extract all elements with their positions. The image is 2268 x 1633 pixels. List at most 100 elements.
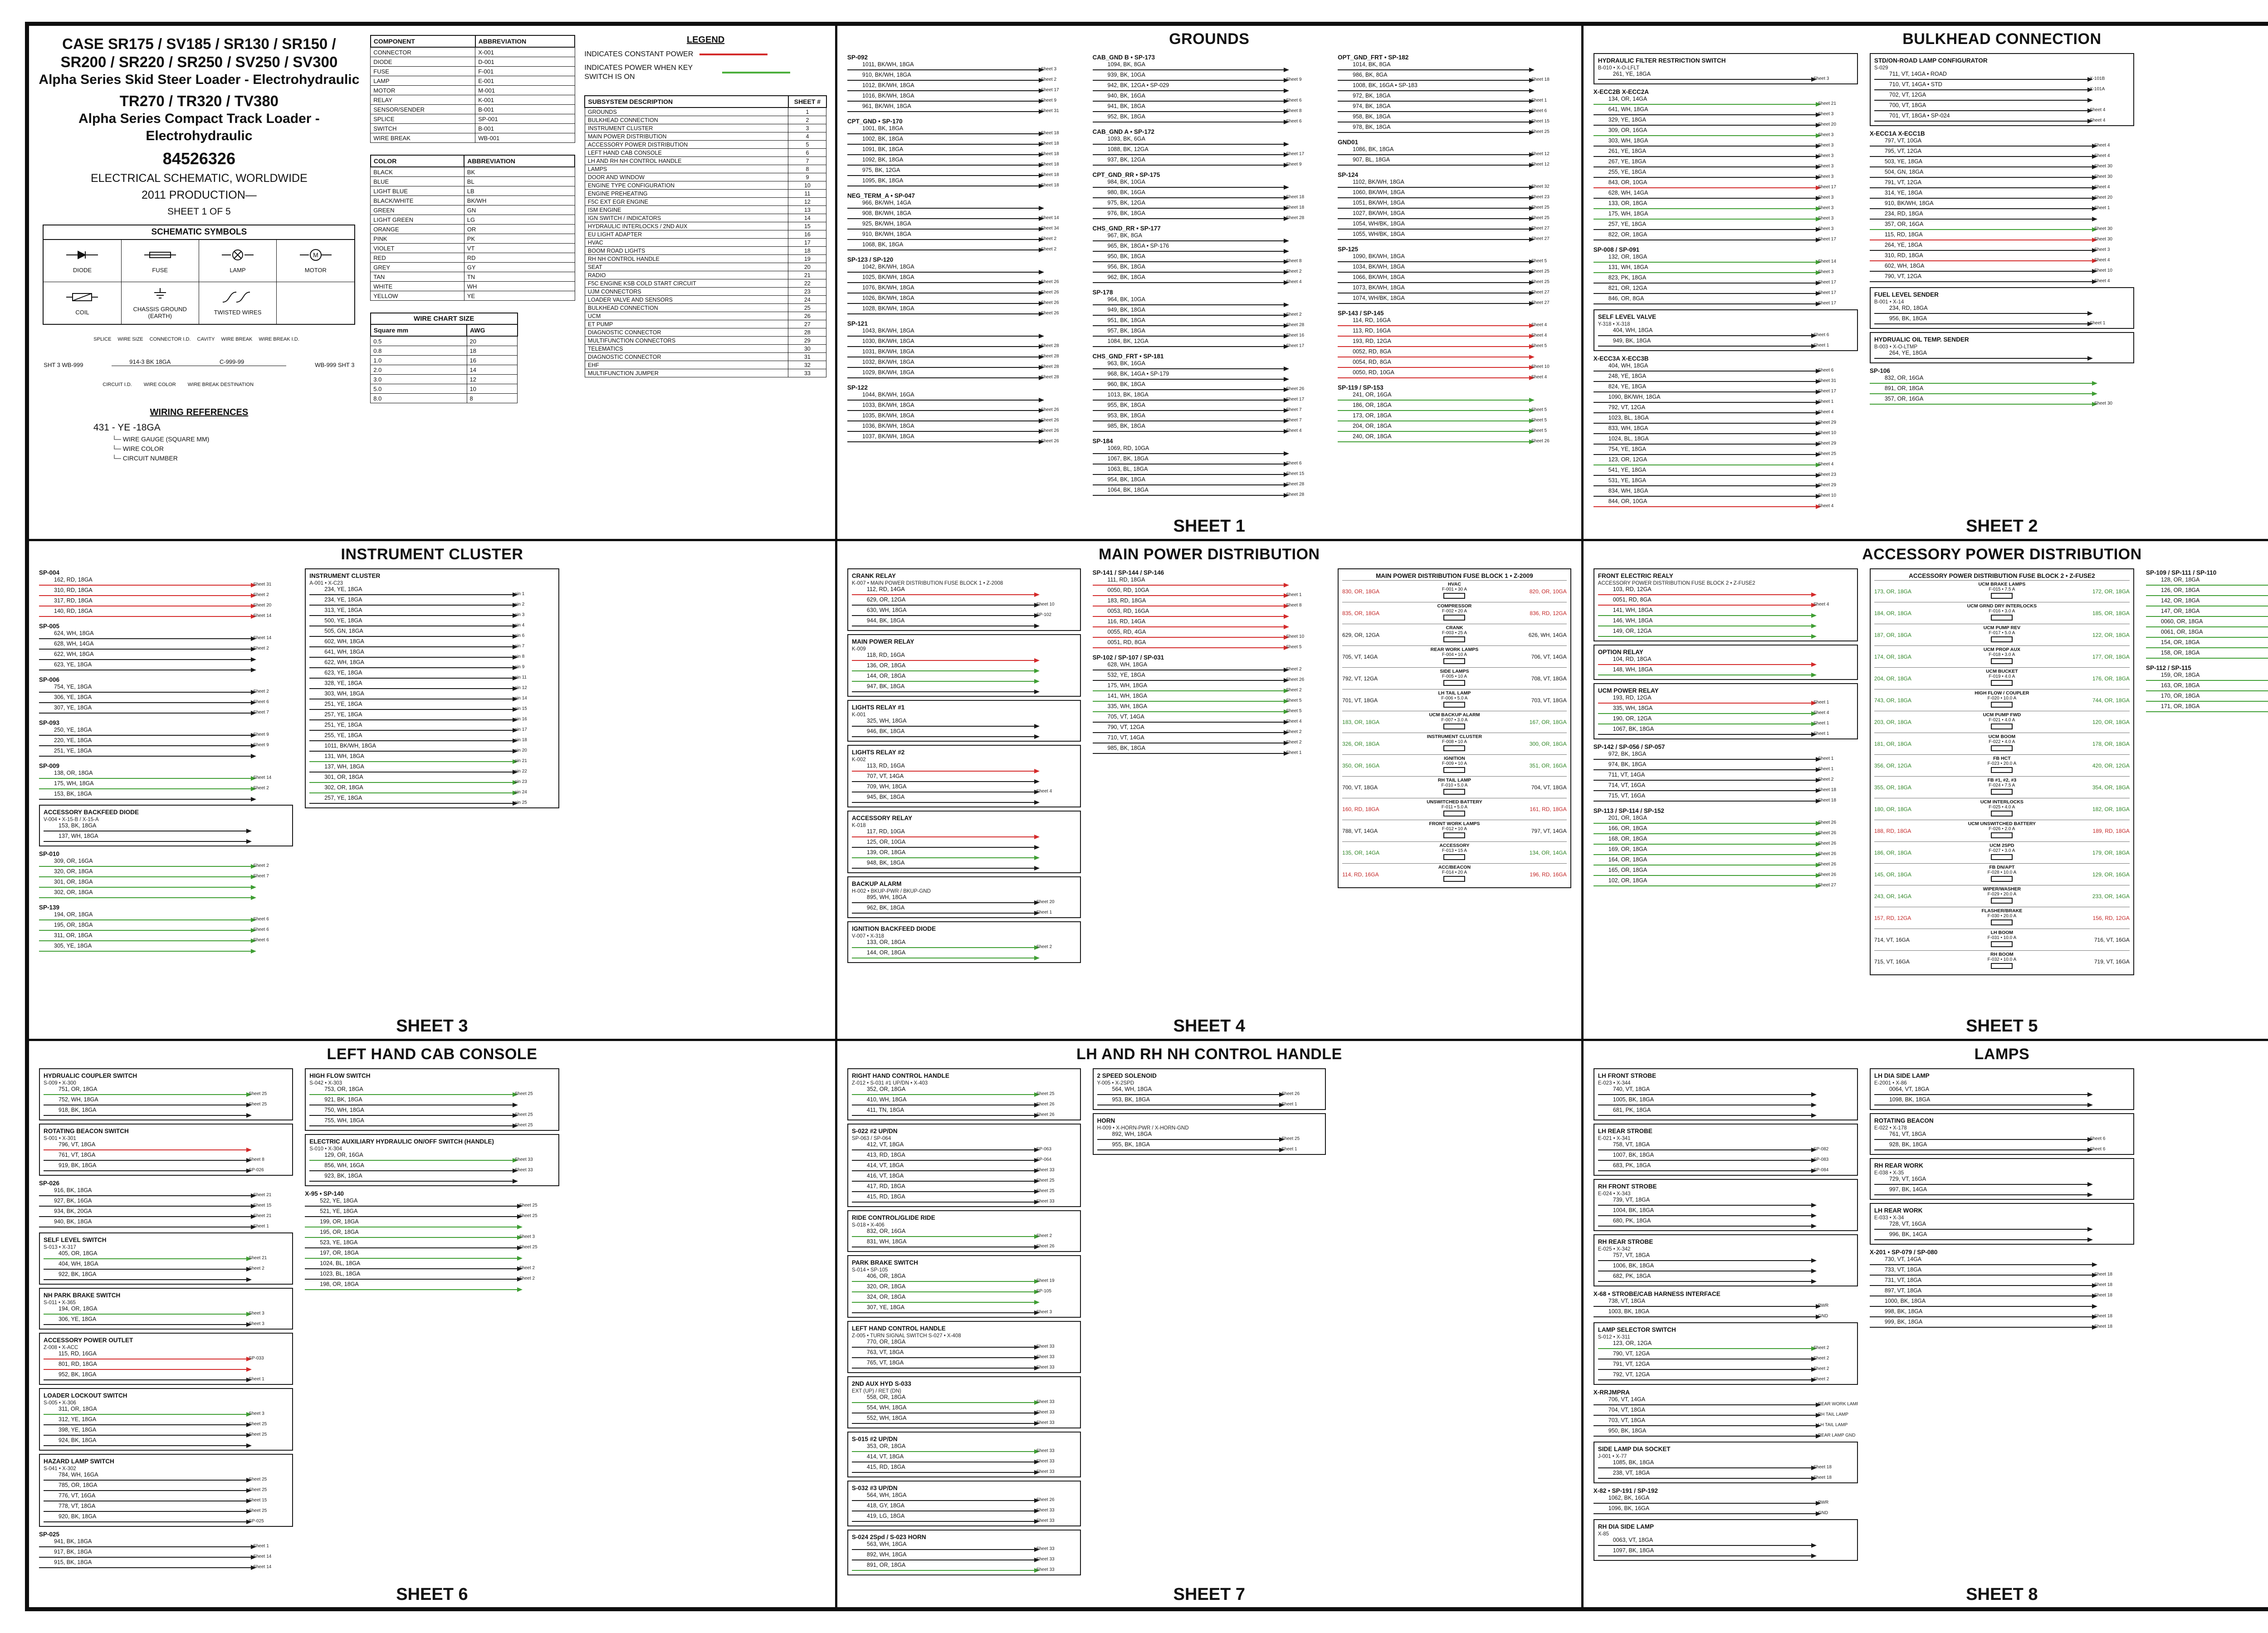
- table-cell: YE: [464, 291, 575, 301]
- wire-line: [1097, 1137, 1285, 1142]
- wire-destination: Sheet 5: [1531, 428, 1547, 433]
- wire-row: 966, BK/WH, 14GA: [847, 200, 1081, 210]
- group-header: CHS_GND_FRT • SP-181: [1092, 353, 1164, 360]
- wire-row: 832, OR, 16GA: [1869, 375, 2134, 386]
- fuse-id-amps: F-026 • 2.0 A: [1989, 826, 2015, 832]
- symbol-cell: CHASSIS GROUND (EARTH): [121, 282, 199, 324]
- wire-row: 682, PK, 18GA: [1598, 1273, 1853, 1284]
- wire-line: [1598, 1147, 1817, 1152]
- wire-label: 1096, BK, 16GA: [1607, 1505, 1651, 1511]
- fuse-id-amps: F-018 • 3.0 A: [1989, 652, 2015, 658]
- wire-label: 1051, BK/WH, 18GA: [1351, 200, 1406, 206]
- wire-label: 972, BK, 18GA: [1607, 751, 1648, 758]
- wire-destination: Sheet 3: [1818, 132, 1834, 137]
- wire-label: 175, WH, 18GA: [1106, 683, 1149, 689]
- wire-destination: Sheet 6: [1818, 368, 1834, 373]
- wire-line: [1598, 592, 1817, 597]
- table-cell: X-001: [475, 47, 575, 57]
- table-cell: BULKHEAD CONNECTION: [584, 303, 789, 312]
- table-cell: EU LIGHT ADAPTER: [584, 230, 789, 239]
- group-header: SP-124: [1338, 171, 1359, 178]
- wire-label: 953, BK, 18GA: [1110, 1096, 1151, 1103]
- wire-destination: Sheet 23: [1531, 195, 1549, 200]
- wire-label: 523, YE, 18GA: [318, 1239, 359, 1246]
- fuse-right-wire: 719, VT, 16GA: [2094, 958, 2130, 965]
- wire-label: 1011, BK/WH, 18GA: [323, 743, 378, 749]
- wire-row: 197, OR, 18GA: [305, 1250, 559, 1261]
- wire-destination: Sheet 33: [1036, 1518, 1055, 1523]
- table-cell: 28: [788, 328, 827, 337]
- wire-label: 1012, BK/WH, 18GA: [860, 83, 916, 88]
- wire-line: [1598, 603, 1817, 608]
- table-cell: BLACK: [370, 166, 464, 177]
- table-cell: LOADER VALVE AND SENSORS: [584, 295, 789, 304]
- fuse-name: HIGH FLOW / COUPLER: [1975, 690, 2029, 696]
- wire-destination: Sheet 7: [1286, 418, 1302, 423]
- wire-line: [847, 142, 1044, 147]
- wire-row: 234, RD, 18GA: [1869, 211, 2134, 221]
- wire-label: 1042, BK/WH, 18GA: [860, 264, 916, 270]
- wire-label: 166, OR, 18GA: [1607, 826, 1649, 832]
- wire-line: [851, 856, 1040, 861]
- symbol-cell: [277, 282, 355, 324]
- fuse-left-wire: 788, VT, 14GA: [1342, 827, 1378, 834]
- wire-row: 136, OR, 18GA: [851, 663, 1076, 674]
- group-subheader: K-002: [851, 757, 866, 763]
- wire-line: [1593, 799, 1821, 804]
- wire-label: 739, VT, 18GA: [1611, 1197, 1652, 1203]
- fuse-name: UCM PROP AUX: [1983, 647, 2020, 653]
- wire-line: [44, 1509, 252, 1514]
- fuse-id-amps: F-024 • 7.5 A: [1989, 783, 2015, 788]
- fuse-icon: [1991, 919, 2013, 926]
- wire-label: 910, BK/WH, 18GA: [860, 231, 913, 237]
- wire-line: [39, 1203, 257, 1208]
- group-header: CAB_GND B • SP-173: [1092, 54, 1155, 61]
- wire-label: 564, WH, 18GA: [865, 1492, 908, 1498]
- wire-row: 301, OR, 18GA: [39, 879, 293, 890]
- wire-label: 313, YE, 18GA: [323, 607, 364, 614]
- group-subheader: S-010 • X-304: [309, 1146, 342, 1152]
- wire-line: [1598, 1113, 1817, 1118]
- table-cell: GROUNDS: [584, 107, 789, 116]
- table-cell: 18: [788, 246, 827, 255]
- wire-label: 985, BK, 18GA: [1106, 745, 1147, 752]
- wire-label: 148, WH, 18GA: [1611, 667, 1654, 673]
- sheet-panel-6: LEFT HAND CAB CONSOLE HYDRUALIC COUPLER …: [29, 1041, 837, 1607]
- wire-label: 128, OR, 18GA: [2159, 577, 2201, 583]
- table-cell: 9: [788, 173, 827, 181]
- wire-label: 706, VT, 14GA: [1607, 1396, 1647, 1403]
- table-cell: 10: [466, 384, 518, 394]
- group-header: S-032 #3 UP/DN: [851, 1484, 898, 1491]
- wire-row: 948, BK, 18GA: [851, 860, 1076, 871]
- group-header: S-024 2Spd / S-023 HORN: [851, 1533, 926, 1540]
- table-cell: RD: [464, 253, 575, 263]
- wire-line: [1593, 1423, 1821, 1428]
- schematic-symbols-title: SCHEMATIC SYMBOLS: [44, 225, 355, 240]
